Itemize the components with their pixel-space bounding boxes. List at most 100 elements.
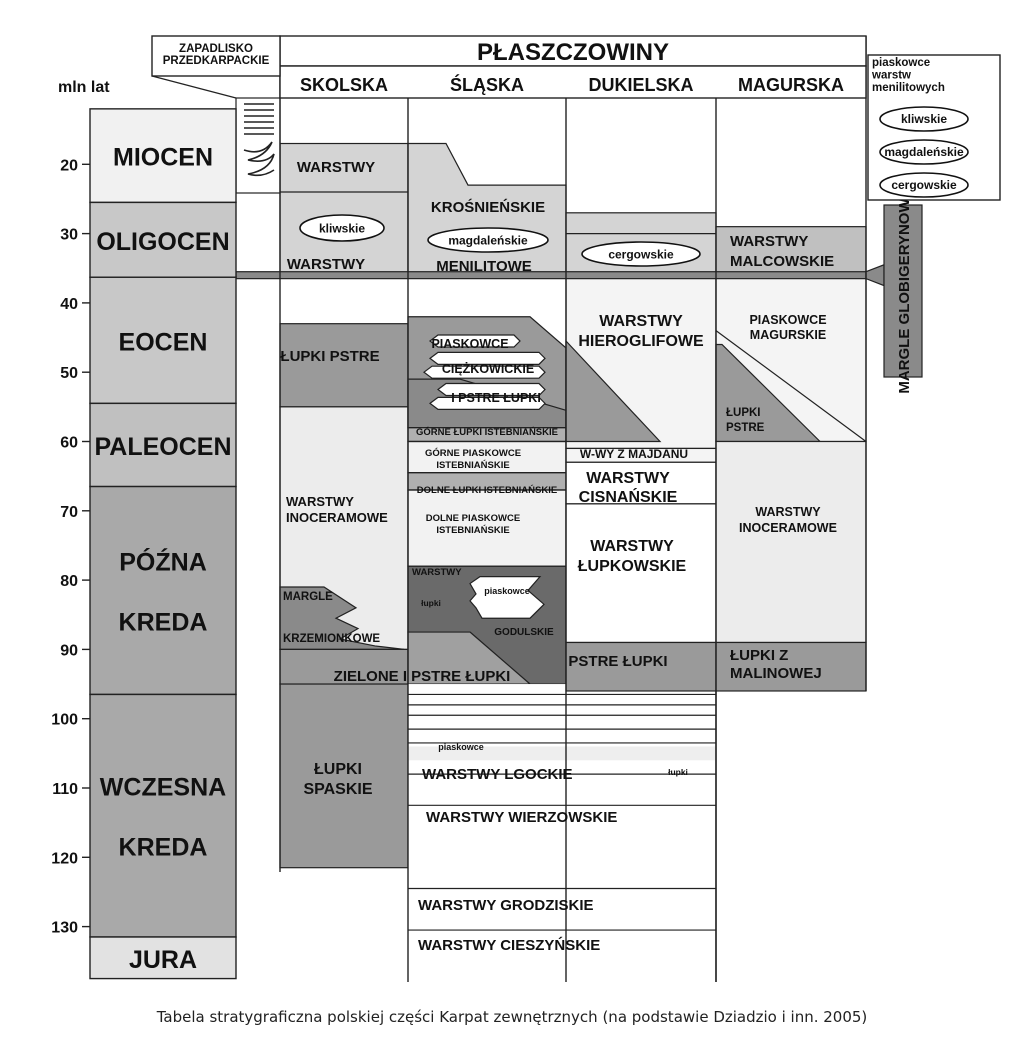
epoch-box-1 [89, 108, 237, 204]
slaska-piaskowce-fill [408, 746, 716, 761]
label-du-cergowskie: cergowskie [608, 247, 674, 261]
legend-item-3: cergowskie [891, 178, 957, 192]
magurska-diagonal-line [715, 330, 867, 442]
label-sk-lupki-pstre: ŁUPKI PSTRE [280, 348, 379, 365]
slaska-sandstone-bed-1 [429, 334, 521, 348]
slaska-sandstone-bed-4 [437, 382, 546, 397]
label-sl-menilitowe: MENILITOWE [436, 258, 532, 275]
epoch-label-5-1: PÓŹNA [119, 546, 207, 576]
epoch-label-6-2: KREDA [119, 834, 208, 862]
epoch-label-6-1: WCZESNA [100, 774, 226, 802]
label-sk-kliwskie: kliwskie [319, 221, 365, 235]
label-sl-ciezkowickie: CIĘŻKOWICKIE [442, 361, 534, 376]
label-ma-lupki-pstre-line-1: ŁUPKI [726, 407, 761, 419]
label-du-cisnanskie-line-2: CISNAŃSKIE [579, 487, 678, 506]
label-sk-margle: MARGLE [283, 591, 333, 603]
tick-label-120: 120 [51, 850, 78, 867]
skolska-lupki-pstre-fill [279, 323, 409, 408]
epoch-box-3 [89, 276, 237, 405]
label-sl-dolne-piaskowce-line-2: ISTEBNIAŃSKIE [436, 525, 509, 536]
label-sl-wierzowskie: WARSTWY WIERZOWSKIE [426, 809, 617, 826]
legend-title-line-1: piaskowce [872, 57, 930, 69]
tick-label-90: 90 [60, 642, 78, 659]
foredeep-column [235, 97, 281, 194]
tick-label-60: 60 [60, 435, 78, 452]
legend-lens-2 [879, 139, 969, 165]
label-sl-warstwy: WARSTWY [412, 567, 462, 578]
label-ma-lupki-pstre-line-2: PSTRE [726, 422, 765, 434]
magurska-inoceramowe-fill [715, 440, 867, 644]
figure-caption: Tabela stratygraficzna polskiej części K… [156, 1008, 868, 1026]
label-ma-inoceramowe-line-1: WARSTWY [755, 505, 821, 519]
label-sk-kliwskie-lens [299, 214, 385, 242]
label-sl-dolne-lupki: DOLNE ŁUPKI ISTEBNIAŃSKIE [417, 485, 557, 496]
legend-item-2: magdaleńskie [884, 145, 964, 159]
label-du-cergowskie-lens [581, 241, 701, 267]
header-dukielska: DUKIELSKA [588, 75, 693, 95]
dukielska-lupkowskie-fill [565, 503, 717, 644]
tick-label-100: 100 [51, 712, 78, 729]
label-sl-grodziskie: WARSTWY GRODZISKIE [418, 897, 594, 914]
epoch-label-3-1: EOCEN [119, 328, 208, 356]
unit-labels: MARGLE GLOBIGERYNOWE WARSTWY WARSTWY ŁUPKI … [280, 159, 913, 954]
foredeep-folded-beds [243, 141, 275, 177]
column-frames [279, 36, 867, 982]
label-ma-inoceramowe-line-2: INOCERAMOWE [739, 521, 837, 535]
label-sl-pstre: I PSTRE ŁUPKI [451, 391, 541, 405]
label-sl-piaskowce-small: piaskowce [484, 586, 530, 596]
label-sl-dolne-piaskowce-line-1: DOLNE PIASKOWCE [426, 513, 520, 524]
tick-label-80: 80 [60, 573, 78, 590]
epoch-label-7-1: JURA [129, 946, 197, 974]
tick-label-110: 110 [52, 781, 78, 798]
label-sl-magdalenskie-lens [427, 227, 549, 253]
label-sk-spaskie-line-1: ŁUPKI [314, 761, 362, 778]
foredeep-header-line-1: ZAPADLISKO [179, 43, 253, 55]
label-sk-spaskie-line-2: SPASKIE [303, 781, 372, 798]
tick-label-130: 130 [51, 920, 78, 937]
label-sl-krosnienskie: KROŚNIEŃSKIE [431, 198, 545, 216]
nappes-header: PŁASZCZOWINY [477, 39, 669, 66]
epoch-label-1-1: MIOCEN [113, 144, 213, 172]
epoch-box-2 [89, 201, 237, 278]
legend-item-1: kliwskie [901, 112, 947, 126]
label-sl-gorne-piaskowce-line-2: ISTEBNIAŃSKIE [436, 460, 509, 471]
label-du-cisnanskie-line-1: WARSTWY [586, 470, 670, 487]
slaska-godulskie-sandstone [469, 576, 545, 619]
label-du-lupkowskie-line-1: WARSTWY [590, 538, 674, 555]
epoch-label-2-1: OLIGOCEN [96, 228, 229, 256]
tick-label-50: 50 [60, 365, 78, 382]
sandstone-lenses: kliwskie magdaleńskie cergowskie [299, 214, 701, 410]
label-ma-malinowej-line-1: ŁUPKI Z [730, 647, 788, 664]
label-zielone: ZIELONE I PSTRE ŁUPKI [334, 668, 511, 685]
label-ma-malinowej-line-2: MALINOWEJ [730, 665, 822, 682]
label-sl-gorne-lupki: GÓRNE ŁUPKI ISTEBNIAŃSKIE [416, 426, 558, 438]
label-sl-lupki: łupki [421, 598, 441, 608]
label-sl-cieszynskie: WARSTWY CIESZYŃSKIE [418, 937, 600, 954]
foredeep-header-box [151, 35, 281, 77]
epoch-box-5 [89, 485, 237, 696]
tick-label-70: 70 [60, 504, 78, 521]
label-sl-lupki2: łupki [668, 767, 688, 777]
label-sl-gorne-piaskowce-line-1: GÓRNE PIASKOWCE [425, 447, 521, 459]
globigerina-label: MARGLE GLOBIGERYNOWE [896, 188, 913, 393]
skolska-spaskie-fill [279, 683, 409, 869]
legend: piaskowcewarstwmenilitowychkliwskiemagda… [867, 54, 1001, 201]
tick-label-30: 30 [60, 227, 78, 244]
label-sk-inoceramowe-line-1: WARSTWY [286, 494, 354, 509]
label-du-hieroglifowe-line-1: WARSTWY [599, 313, 683, 330]
unit-boundaries [243, 103, 867, 931]
header-skolska: SKOLSKA [300, 75, 388, 95]
skolska-menilite-fill [279, 142, 409, 276]
foredeep-header-line-2: PRZEDKARPACKIE [163, 55, 270, 67]
label-sl-piaskowce2: piaskowce [438, 742, 484, 752]
header-slaska: ŚLĄSKA [450, 74, 524, 95]
label-sl-godulskie: GODULSKIE [494, 627, 554, 638]
globigerina-band-end [865, 263, 885, 287]
epoch-box-6 [89, 693, 237, 938]
label-sl-magdalenskie: magdaleńskie [448, 233, 528, 247]
label-du-pstre: PSTRE ŁUPKI [568, 653, 667, 670]
axis-label: mln lat [58, 79, 110, 96]
label-sl-lgockie: WARSTWY LGOCKIE [422, 766, 573, 783]
label-sl-piaskowce: PIASKOWCE [431, 337, 508, 351]
